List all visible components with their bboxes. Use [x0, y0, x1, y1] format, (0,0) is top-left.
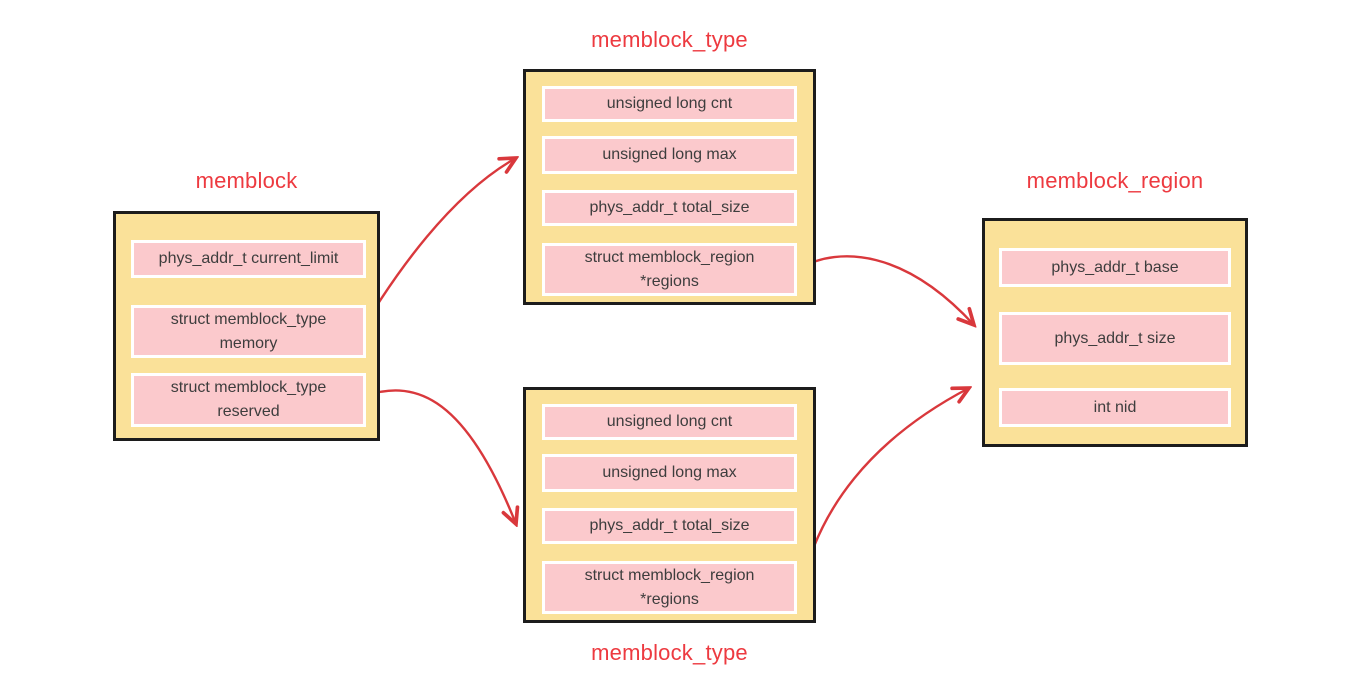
- field-type-bottom-max: unsigned long max: [542, 454, 797, 492]
- field-region-size: phys_addr_t size: [999, 312, 1231, 365]
- field-type-bottom-cnt: unsigned long cnt: [542, 404, 797, 440]
- struct-title-memblock: memblock: [195, 168, 298, 193]
- struct-box-memblock-region: phys_addr_t base phys_addr_t size int ni…: [982, 218, 1248, 447]
- struct-box-memblock-type-top: unsigned long cnt unsigned long max phys…: [523, 69, 816, 305]
- field-type-bottom-regions: struct memblock_region *regions: [542, 561, 797, 614]
- field-region-nid: int nid: [999, 388, 1231, 427]
- field-type-bottom-total-size: phys_addr_t total_size: [542, 508, 797, 544]
- struct-title-memblock-region: memblock_region: [1026, 168, 1204, 193]
- arrow-memory-to-memblock-type-top: [362, 158, 516, 328]
- arrow-regions-top-to-memblock-region: [798, 255, 974, 325]
- field-memblock-current-limit: phys_addr_t current_limit: [131, 240, 366, 278]
- field-type-top-total-size: phys_addr_t total_size: [542, 190, 797, 226]
- field-type-top-regions: struct memblock_region *regions: [542, 243, 797, 296]
- arrow-regions-bottom-to-memblock-region: [799, 388, 969, 591]
- struct-title-memblock-type-top: memblock_type: [591, 27, 748, 52]
- arrow-reserved-to-memblock-type-bottom: [362, 389, 516, 524]
- field-type-top-cnt: unsigned long cnt: [542, 86, 797, 122]
- field-memblock-reserved: struct memblock_type reserved: [131, 373, 366, 427]
- struct-box-memblock: phys_addr_t current_limit struct membloc…: [113, 211, 380, 441]
- struct-title-memblock-type-bottom: memblock_type: [591, 640, 748, 665]
- field-memblock-memory: struct memblock_type memory: [131, 305, 366, 358]
- field-region-base: phys_addr_t base: [999, 248, 1231, 287]
- field-type-top-max: unsigned long max: [542, 136, 797, 174]
- struct-box-memblock-type-bottom: unsigned long cnt unsigned long max phys…: [523, 387, 816, 623]
